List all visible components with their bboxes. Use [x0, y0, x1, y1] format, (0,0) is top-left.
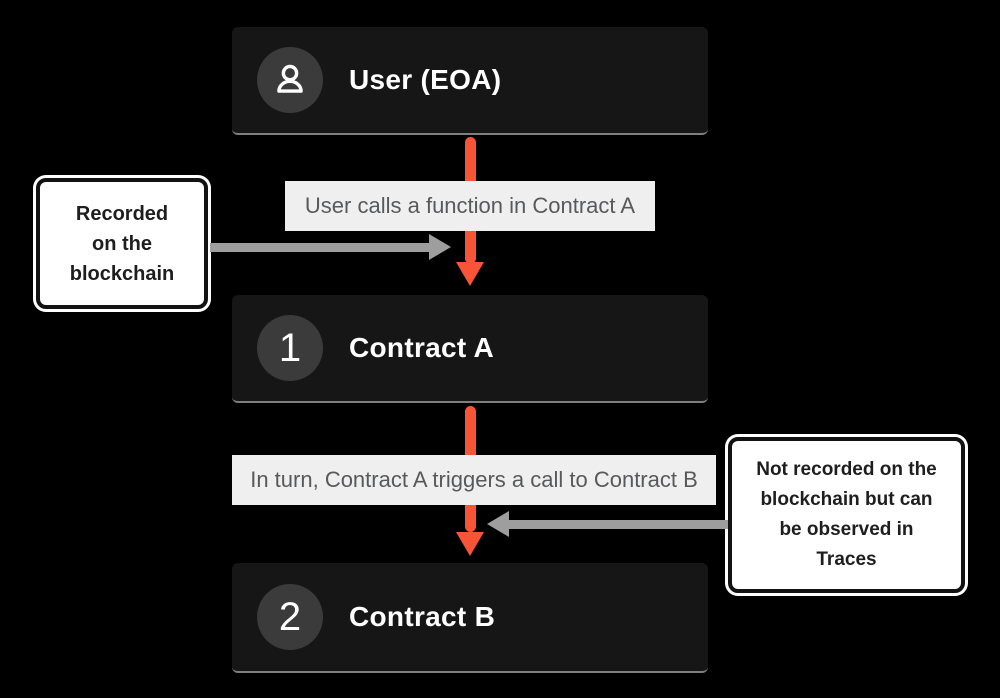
arrow-down-head-2-icon: [456, 532, 484, 556]
node-contract-a: 1 Contract A: [232, 295, 708, 403]
user-icon: [277, 64, 303, 93]
gray-arrow-left-shaft: [509, 520, 728, 529]
node-title-contract-b: Contract B: [349, 601, 496, 632]
step-badge-2: 2: [257, 584, 323, 650]
gray-arrow-right-head-icon: [429, 234, 451, 260]
node-title-contract-a: Contract A: [349, 332, 495, 363]
arrow-down-head-1-icon: [456, 262, 484, 286]
gray-arrow-left-head-icon: [487, 511, 509, 537]
user-avatar-circle: [257, 47, 323, 113]
gray-arrow-right-shaft: [210, 243, 429, 252]
node-contract-b: 2 Contract B: [232, 563, 708, 673]
step-badge-1: 1: [257, 315, 323, 381]
note-not-recorded-traces: Not recorded on the blockchain but can b…: [728, 437, 965, 593]
edge-label-2: In turn, Contract A triggers a call to C…: [232, 455, 716, 505]
step-number-2: 2: [278, 594, 302, 639]
edge-label-1: User calls a function in Contract A: [285, 181, 655, 231]
node-title-user: User (EOA): [349, 64, 502, 95]
node-user-eoa: User (EOA): [232, 27, 708, 135]
step-number-1: 1: [278, 325, 302, 370]
note-recorded-on-blockchain: Recorded on the blockchain: [36, 178, 208, 309]
